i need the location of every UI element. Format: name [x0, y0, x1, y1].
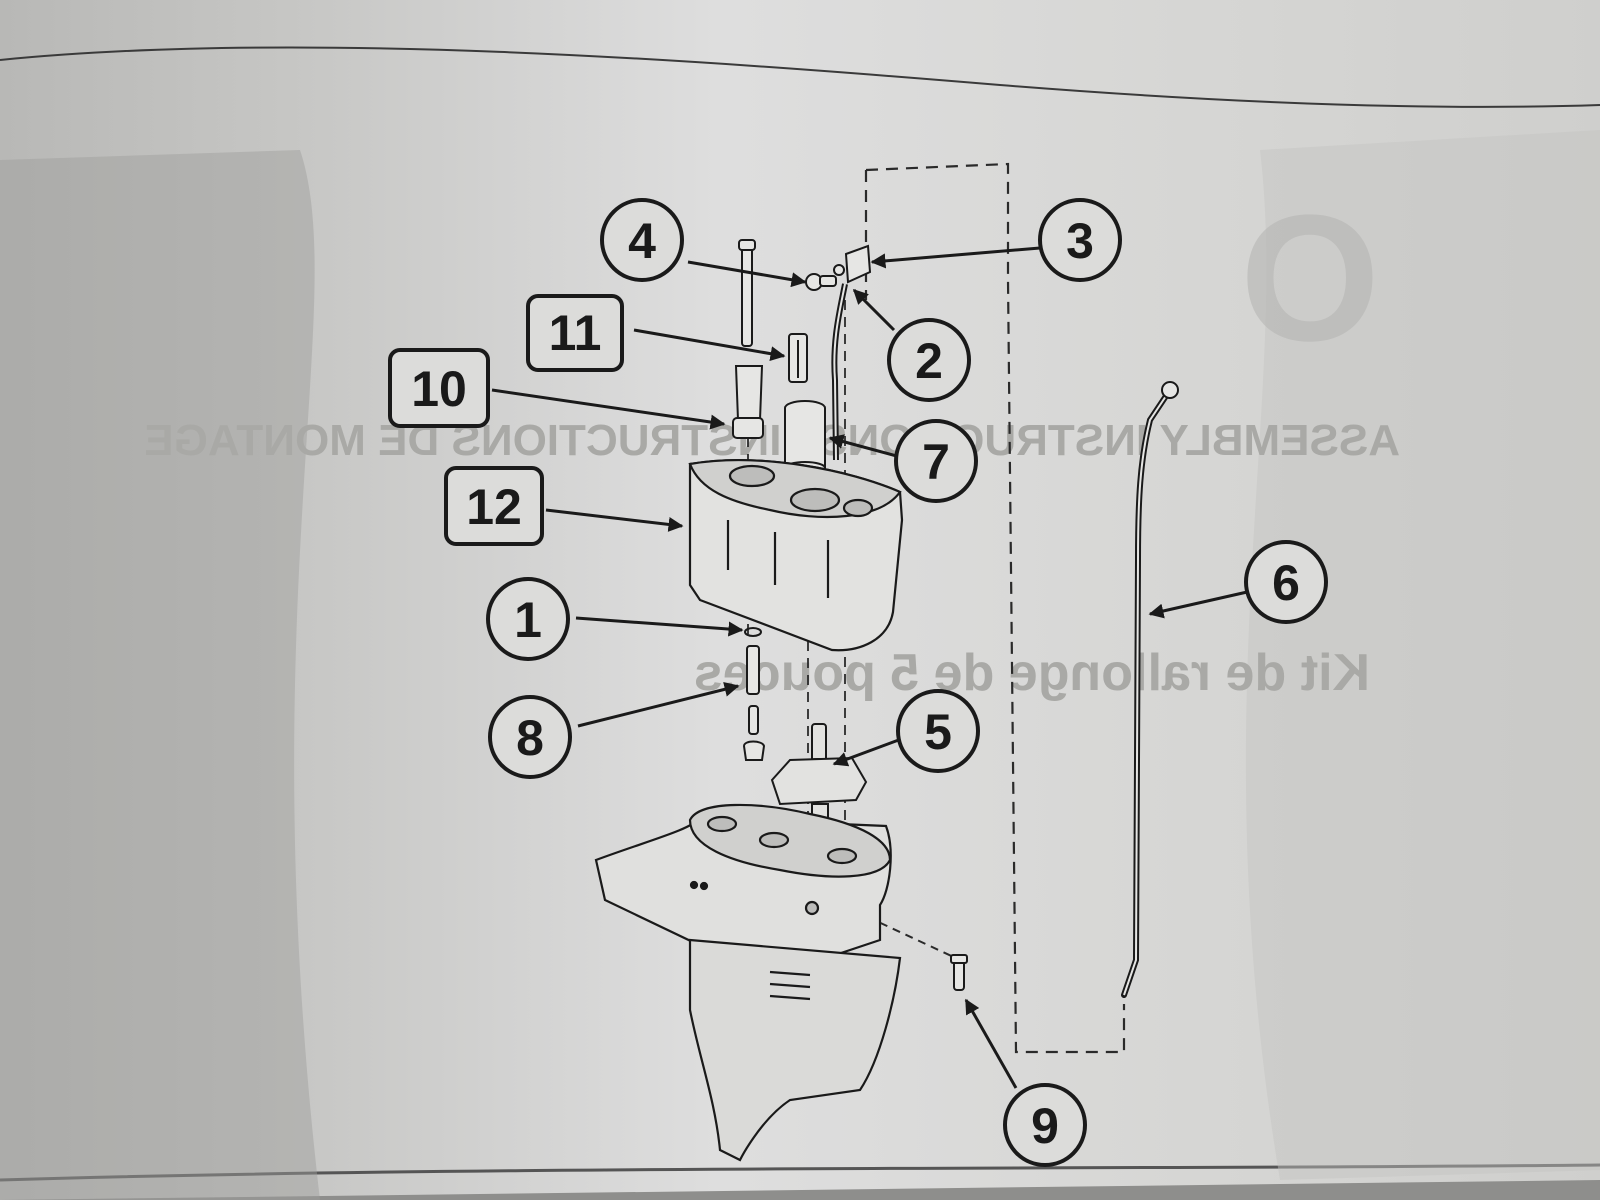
part-11-coupler	[788, 333, 808, 383]
paper-fold-line	[0, 46, 1600, 108]
callout-1: 1	[486, 577, 570, 661]
leader-4	[687, 260, 807, 288]
callout-6: 6	[1244, 540, 1328, 624]
leader-11	[633, 328, 786, 362]
leader-7	[828, 434, 905, 460]
callout-9: 9	[1003, 1083, 1087, 1167]
part-4-screw	[805, 273, 837, 291]
callout-2-label: 2	[915, 333, 943, 389]
callout-6-label: 6	[1272, 555, 1300, 611]
part-10-tube	[732, 365, 764, 439]
part-8-tube	[742, 645, 766, 761]
callout-12-label: 12	[466, 479, 522, 535]
bleed-large-letters: O	[1240, 178, 1380, 379]
part-1-o-ring	[744, 627, 762, 637]
lower-unit	[594, 803, 902, 1162]
callout-10-label: 10	[411, 361, 467, 417]
leader-arrows	[491, 246, 1257, 1089]
callout-9-label: 9	[1031, 1098, 1059, 1154]
bleed-through-text: ASSEMBLY INSTRUCTIONS / INSTRUCTIONS DE …	[144, 416, 1400, 702]
part-12-extension-housing	[688, 459, 904, 652]
leader-3	[870, 246, 1041, 269]
paper-bottom-edge	[0, 1163, 1600, 1182]
callout-7-label: 7	[922, 434, 950, 490]
fold-shadow	[0, 150, 320, 1200]
callout-11-label: 11	[549, 305, 602, 361]
callout-3-label: 3	[1066, 213, 1094, 269]
leader-9	[964, 998, 1018, 1089]
bleed-heading: ASSEMBLY INSTRUCTIONS / INSTRUCTIONS DE …	[144, 416, 1400, 465]
callout-4: 4	[600, 198, 684, 282]
callout-8-label: 8	[516, 710, 544, 766]
callout-12: 12	[444, 466, 544, 546]
callout-10: 10	[388, 348, 490, 428]
callout-5: 5	[896, 689, 980, 773]
leader-5	[832, 736, 905, 767]
callout-2: 2	[887, 318, 971, 402]
leader-10	[491, 388, 726, 430]
leader-2	[852, 288, 896, 332]
callout-5-label: 5	[924, 704, 952, 760]
leader-6	[1148, 588, 1257, 619]
leader-8	[577, 681, 740, 728]
callout-4-label: 4	[628, 213, 656, 269]
part-3-connector	[833, 244, 872, 284]
callout-8: 8	[488, 695, 572, 779]
callout-1-label: 1	[514, 592, 542, 648]
callout-3: 3	[1038, 198, 1122, 282]
right-shade	[1245, 130, 1600, 1180]
bleed-subtitle: Kit de rallonge de 5 pouces	[694, 644, 1370, 702]
dashed-assembly-guide	[865, 162, 1126, 1054]
leader-12	[545, 508, 684, 532]
callout-7: 7	[894, 419, 978, 503]
part-9-screw	[950, 954, 968, 991]
pin-part	[738, 239, 756, 347]
leader-1	[575, 616, 744, 637]
callout-11: 11	[526, 294, 624, 372]
